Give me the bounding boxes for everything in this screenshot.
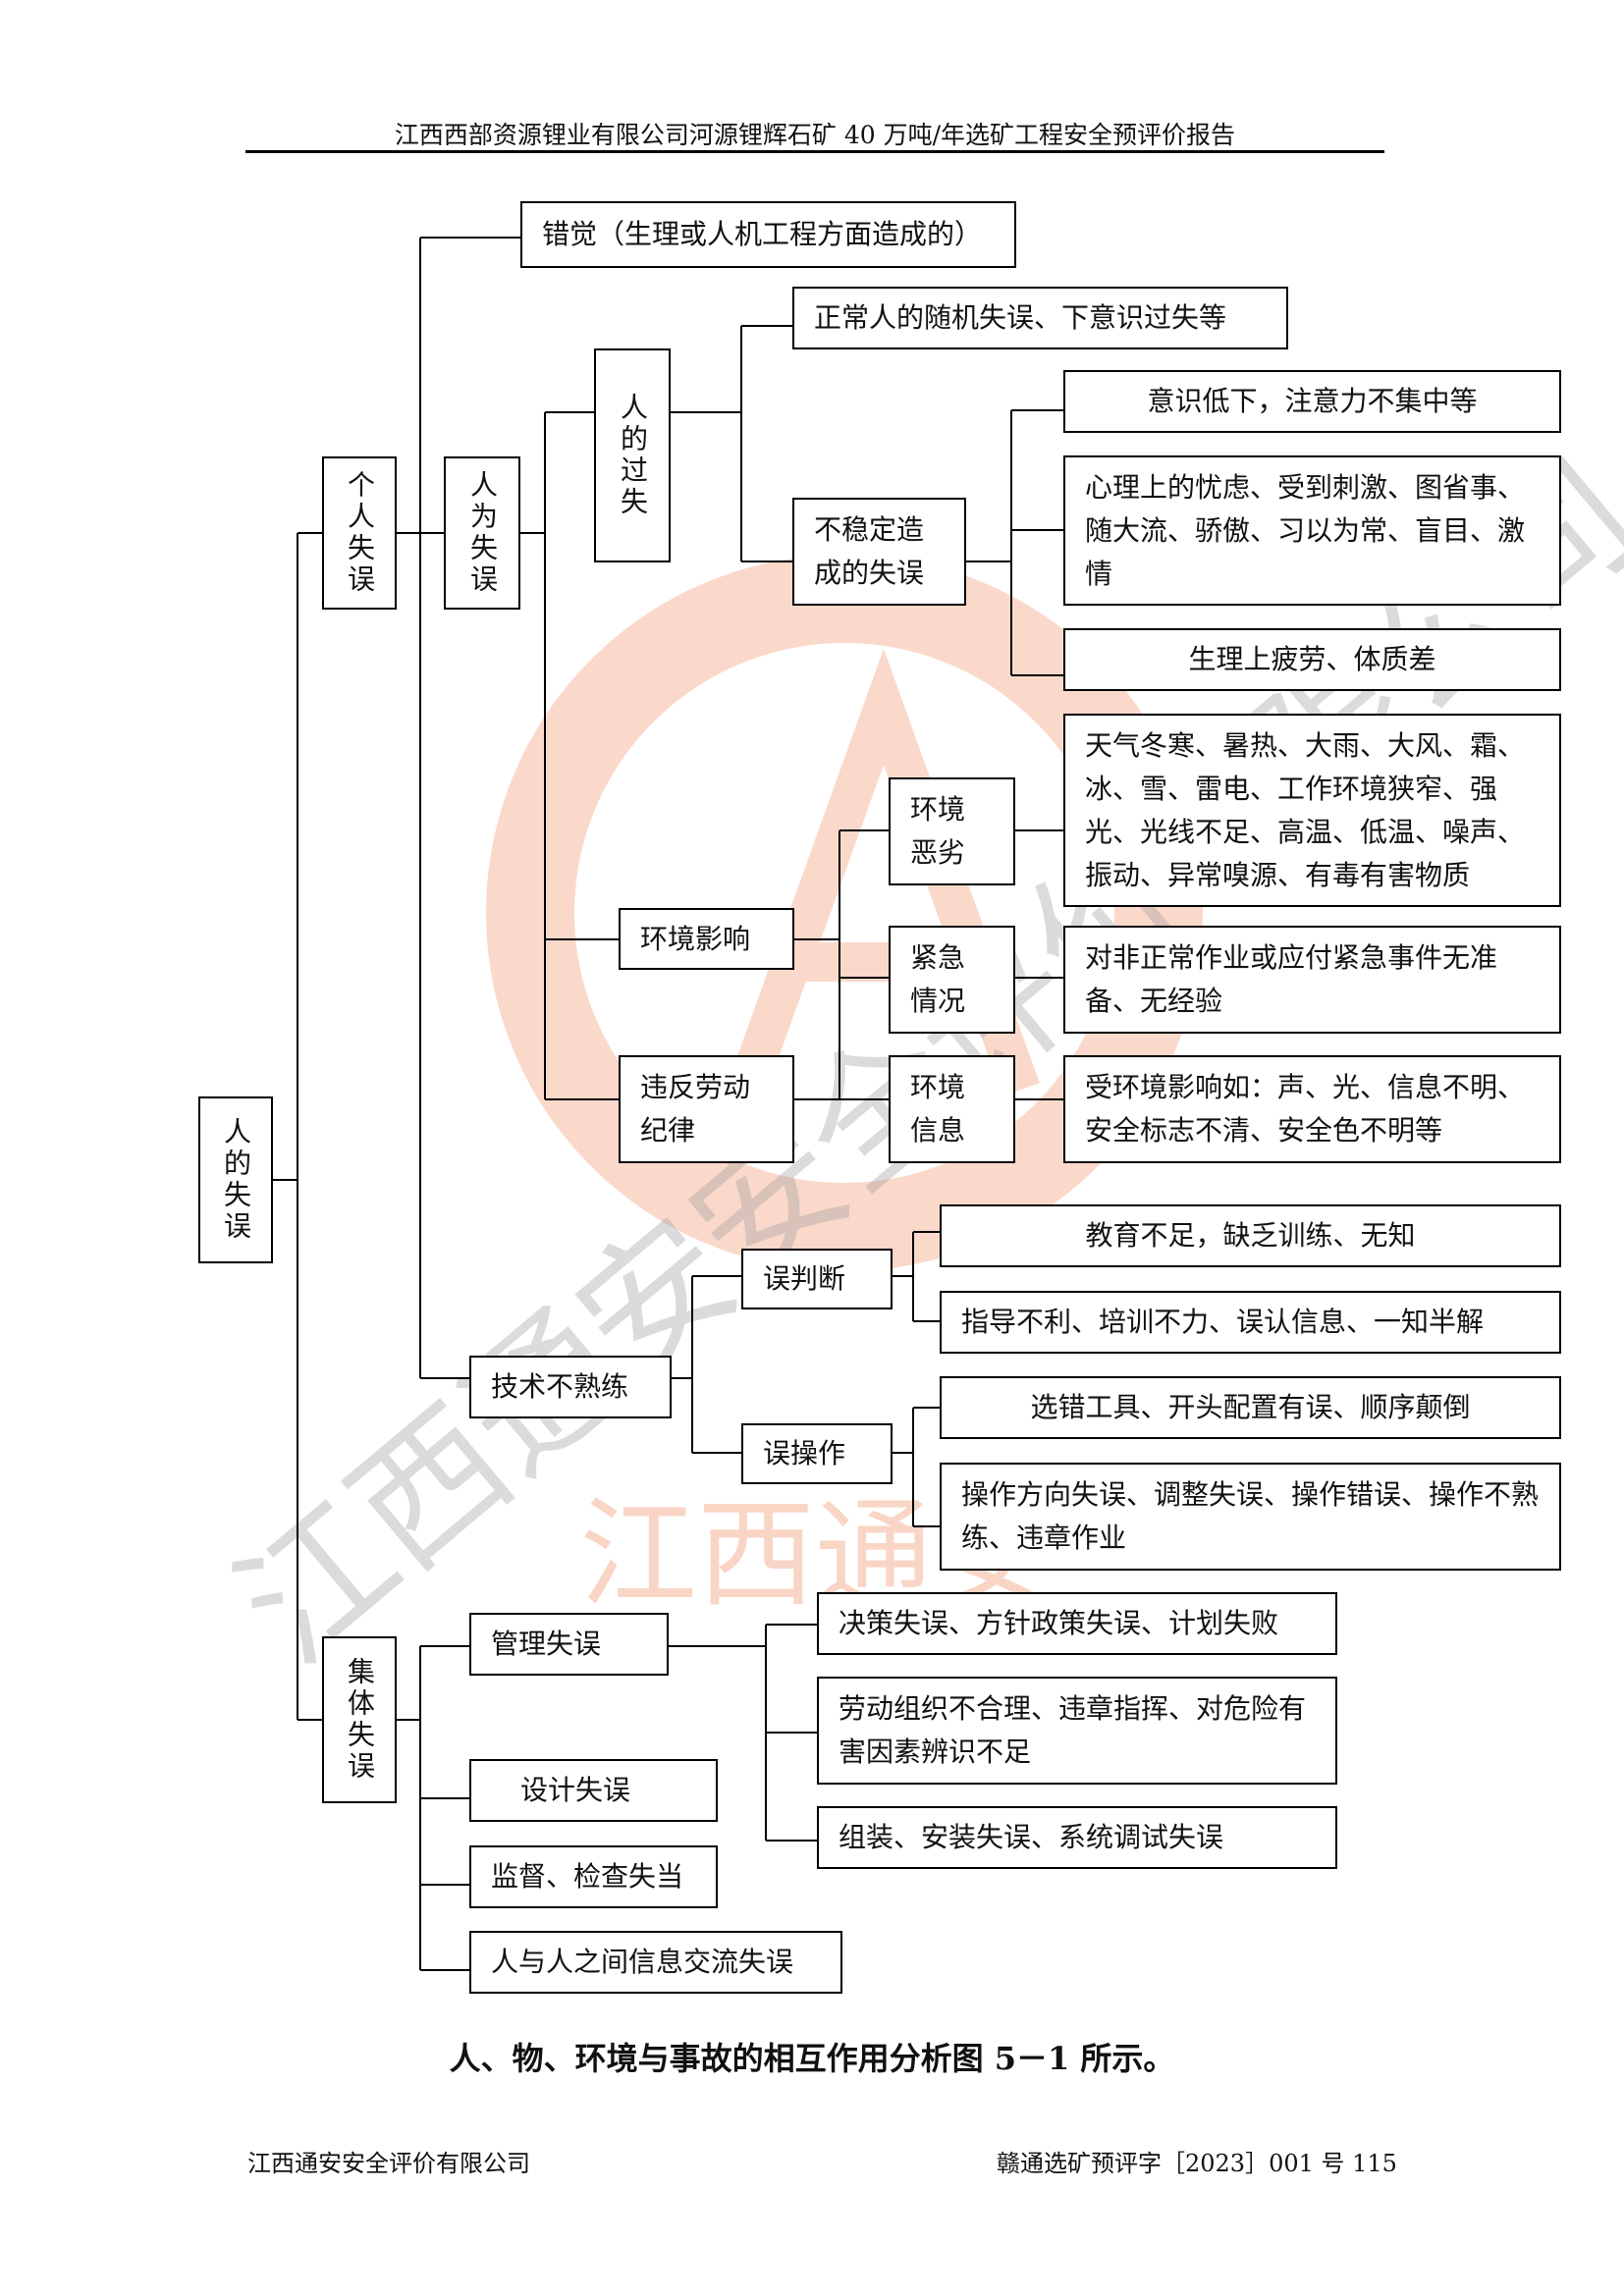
misjudge-box: 误判断	[741, 1249, 893, 1309]
emergency-box: 紧急情况	[889, 926, 1015, 1034]
human-fault: 人的过失	[594, 348, 671, 562]
figure-caption: 人、物、环境与事故的相互作用分析图 5－1 所示。	[449, 2040, 1175, 2077]
violate-discipline-box: 违反劳动纪律	[619, 1055, 794, 1163]
misoperate-box: 误操作	[741, 1423, 893, 1484]
emergency-detail-box: 对非正常作业或应付紧急事件无准备、无经验	[1063, 926, 1561, 1034]
env-bad-detail-box: 天气冬寒、暑热、大雨、大风、霜、冰、雪、雷电、工作环境狭窄、强光、光线不足、高温…	[1063, 714, 1561, 907]
misoperate-b-box: 操作方向失误、调整失误、操作错误、操作不熟练、违章作业	[940, 1463, 1561, 1571]
illusion-box: 错觉（生理或人机工程方面造成的）	[520, 201, 1016, 268]
misjudge-a-box: 教育不足，缺乏训练、无知	[940, 1204, 1561, 1267]
individual-error: 个人失误	[322, 456, 397, 610]
physiological-box: 生理上疲劳、体质差	[1063, 628, 1561, 691]
random-error-box: 正常人的随机失误、下意识过失等	[792, 287, 1288, 349]
unstable-error-box: 不稳定造成的失误	[792, 498, 966, 606]
supervision-box: 监督、检查失当	[469, 1845, 718, 1908]
misoperate-a-box: 选错工具、开头配置有误、顺序颠倒	[940, 1376, 1561, 1439]
env-info-detail-box: 受环境影响如：声、光、信息不明、安全标志不清、安全色不明等	[1063, 1055, 1561, 1163]
mgmt-a-box: 决策失误、方针政策失误、计划失败	[817, 1592, 1337, 1655]
unskilled-box: 技术不熟练	[469, 1356, 672, 1418]
footer-company: 江西通安安全评价有限公司	[247, 2150, 530, 2177]
human-factor-error: 人为失误	[444, 456, 520, 610]
env-influence-box: 环境影响	[619, 908, 794, 970]
env-bad-box: 环境恶劣	[889, 777, 1015, 885]
root-human-error: 人的失误	[198, 1096, 273, 1263]
low-awareness-box: 意识低下，注意力不集中等	[1063, 370, 1561, 433]
page-header: 江西西部资源锂业有限公司河源锂辉石矿 40 万吨/年选矿工程安全预评价报告	[394, 121, 1236, 149]
footer-ref: 赣通选矿预评字［2023］001 号 115	[997, 2150, 1397, 2177]
mgmt-error-box: 管理失误	[469, 1613, 669, 1676]
design-error-box: 设计失误	[469, 1759, 718, 1822]
mgmt-b-box: 劳动组织不合理、违章指挥、对危险有害因素辨识不足	[817, 1677, 1337, 1785]
collective-error: 集体失误	[322, 1636, 397, 1803]
mgmt-c-box: 组装、安装失误、系统调试失误	[817, 1806, 1337, 1869]
env-info-box: 环境信息	[889, 1055, 1015, 1163]
misjudge-b-box: 指导不利、培训不力、误认信息、一知半解	[940, 1291, 1561, 1354]
psychological-box: 心理上的忧虑、受到刺激、图省事、随大流、骄傲、习以为常、盲目、激情	[1063, 455, 1561, 606]
header-rule	[245, 150, 1384, 153]
communication-box: 人与人之间信息交流失误	[469, 1931, 842, 1994]
